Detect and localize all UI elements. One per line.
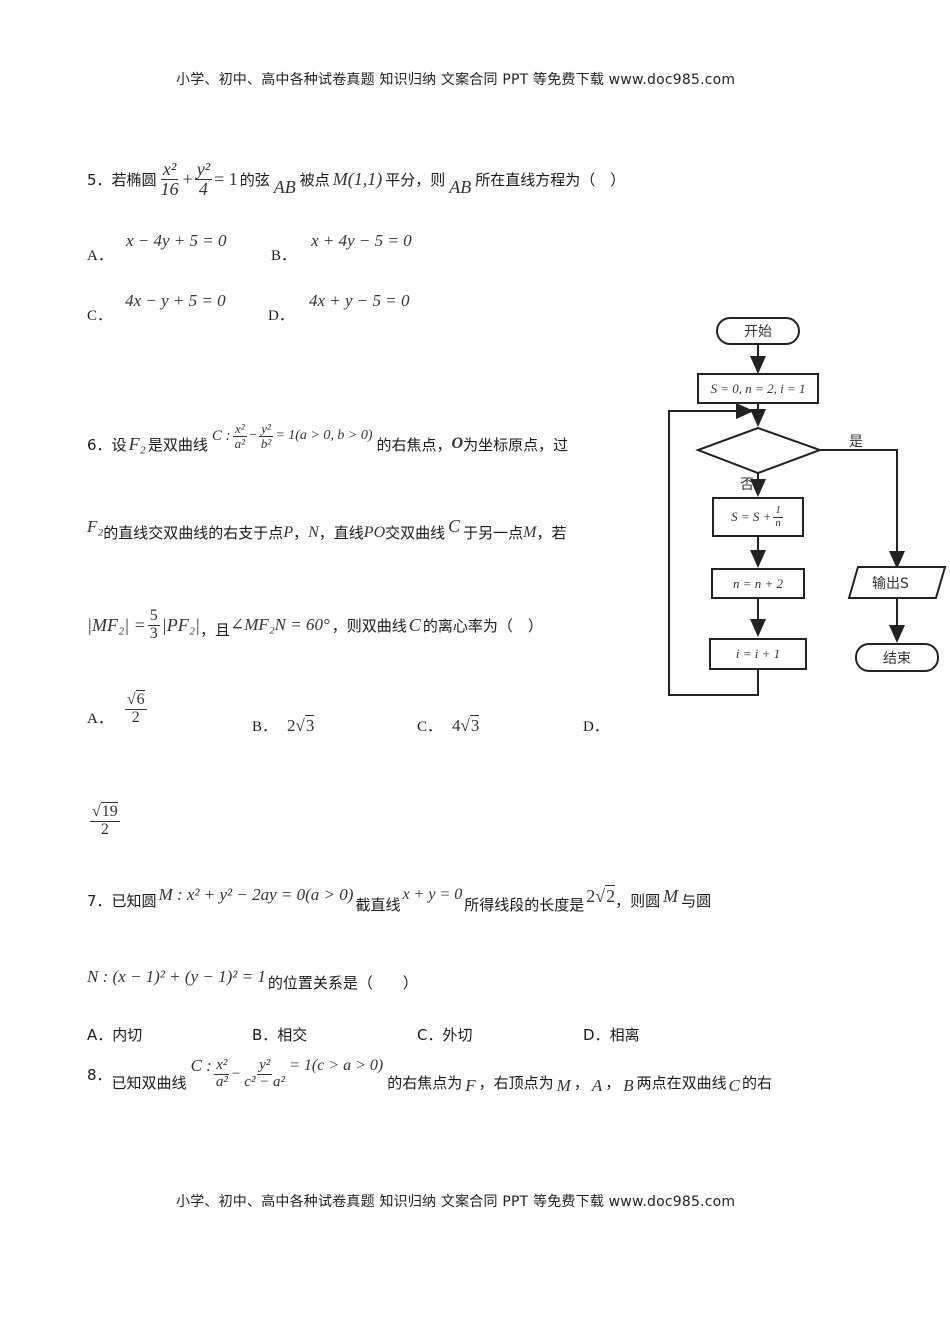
option-c[interactable]: C． 4x − y + 5 = 0 bbox=[87, 291, 226, 324]
flowchart-end: 结束 bbox=[855, 643, 939, 672]
flowchart-start: 开始 bbox=[716, 317, 800, 345]
option-d[interactable]: D． bbox=[583, 719, 609, 735]
option-d[interactable]: D．相离 bbox=[583, 1026, 640, 1044]
question-number: 7． bbox=[87, 892, 112, 910]
option-d-value: √19 2 bbox=[90, 802, 120, 838]
hyperbola-equation: C : x² a² − y² b² = 1(a > 0, b > 0) bbox=[211, 421, 373, 451]
page-header: 小学、初中、高中各种试卷真题 知识归纳 文案合同 PPT 等免费下载 www.d… bbox=[176, 72, 736, 88]
question-number: 6． bbox=[87, 435, 112, 454]
flowchart-output: 输出S bbox=[872, 576, 909, 592]
question-8: 8． 已知双曲线 C : x² a² − y² c² − a² = 1(c > … bbox=[87, 1056, 772, 1096]
question-7-line-2: N : (x − 1)² + (y − 1)² = 1 的位置关系是（ ） bbox=[87, 966, 418, 993]
question-6: 6． 设 F₂ 是双曲线 C : x² a² − y² b² = 1(a > 0… bbox=[87, 421, 569, 454]
page-footer: 小学、初中、高中各种试卷真题 知识归纳 文案合同 PPT 等免费下载 www.d… bbox=[176, 1194, 736, 1210]
hyperbola-equation: C : x² a² − y² c² − a² = 1(c > a > 0) bbox=[190, 1056, 384, 1090]
option-a[interactable]: A．内切 bbox=[87, 1026, 143, 1044]
fraction: x² 16 bbox=[160, 159, 179, 199]
question-6-line-3: |MF₂| = 5 3 |PF₂| ，且 ∠MF₂N = 60° ，则双曲线 C… bbox=[87, 607, 543, 642]
question-7: 7． 已知圆 M : x² + y² − 2ay = 0(a > 0) 截直线 … bbox=[87, 884, 712, 915]
flowchart-step-sum: S = S + 1 n bbox=[712, 497, 804, 537]
question-text: 若椭圆 bbox=[111, 170, 157, 189]
option-c[interactable]: C． 4√3 bbox=[417, 714, 480, 735]
flowchart-step-i: i = i + 1 bbox=[709, 638, 807, 670]
fraction: y² 4 bbox=[194, 159, 213, 199]
option-b[interactable]: B．相交 bbox=[252, 1026, 308, 1044]
flowchart-init: S = 0, n = 2, i = 1 bbox=[697, 373, 819, 404]
question-number: 8． bbox=[87, 1065, 112, 1084]
option-b[interactable]: B． 2√3 bbox=[252, 714, 315, 735]
flowchart-step-n: n = n + 2 bbox=[711, 568, 805, 599]
flowchart-yes-label: 是 bbox=[849, 434, 863, 450]
option-b[interactable]: B． x + 4y − 5 = 0 bbox=[271, 231, 412, 264]
option-d[interactable]: D． 4x + y − 5 = 0 bbox=[268, 291, 410, 324]
flowchart-no-label: 否 bbox=[740, 477, 754, 493]
question-5: 5． 若椭圆 x² 16 + y² 4 = 1 的弦 AB 被点 M(1,1) … bbox=[87, 159, 626, 199]
option-a[interactable]: A． x − 4y + 5 = 0 bbox=[87, 231, 227, 264]
option-c[interactable]: C．外切 bbox=[417, 1026, 473, 1044]
question-number: 5． bbox=[87, 170, 112, 189]
option-a[interactable]: A． √6 2 bbox=[87, 690, 147, 727]
question-6-line-2: F₂ 的直线交双曲线的右支于点 P ， N ，直线 PO 交双曲线 C 于另一点… bbox=[87, 516, 567, 542]
